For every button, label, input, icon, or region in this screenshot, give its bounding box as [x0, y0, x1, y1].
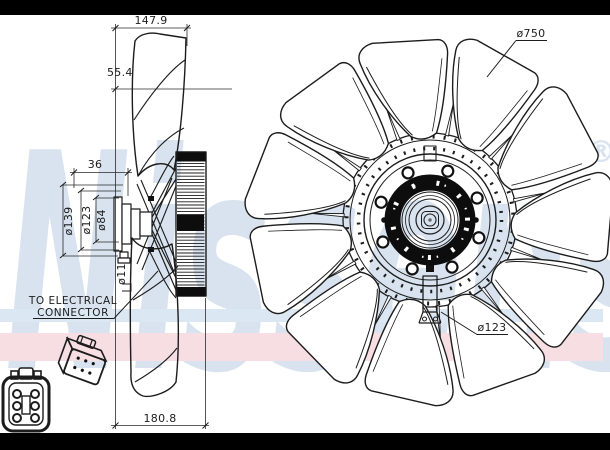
connector-note-line2: CONNECTOR	[37, 307, 109, 319]
dimension-180-8: 180.8	[111, 412, 209, 429]
viscous-drum	[175, 151, 207, 297]
connector-sockets	[12, 389, 40, 423]
fan-blades	[244, 38, 610, 407]
connector-note-line1: TO ELECTRICAL	[28, 295, 117, 307]
dim-147-9-label: 147.9	[135, 14, 168, 27]
side-blade-edges	[136, 155, 177, 299]
dimension-fan-diameter: ø750	[486, 27, 547, 78]
electrical-connector-note: TO ELECTRICAL CONNECTOR	[28, 270, 159, 319]
connector-key-slot	[21, 395, 31, 415]
connector-front-view	[1, 367, 51, 433]
dim-d123-side-label: ø123	[80, 206, 93, 235]
dimension-55-4: 55.4	[107, 66, 232, 93]
connector-3d-view	[57, 334, 108, 386]
hub-center-bore	[423, 213, 437, 227]
dim-55-4-label: 55.4	[107, 66, 133, 79]
dim-d11-label: ø11	[115, 263, 128, 285]
dim-d84-label: ø84	[95, 209, 108, 231]
front-view: ø750 ø123	[244, 27, 610, 407]
dimension-d11: ø11	[115, 263, 132, 292]
dim-d139-label: ø139	[62, 207, 75, 236]
dim-36-label: 36	[88, 158, 103, 171]
fan-hub	[356, 145, 504, 294]
hub-bolt-holes	[374, 164, 486, 276]
connector-pins-3d	[73, 356, 95, 375]
dimension-d84: ø84	[92, 194, 119, 245]
dimension-d123-side: ø123	[77, 187, 121, 253]
dim-fan-diameter-label: ø750	[517, 27, 546, 40]
hub-center-flange	[421, 211, 439, 229]
dimension-36: 36	[70, 158, 132, 196]
hub-valve-tab	[423, 145, 437, 162]
bottom-bar	[0, 433, 610, 450]
side-view-dimensions: 147.9 55.4 36 ø139	[28, 14, 232, 429]
connector-latch	[76, 334, 97, 349]
dim-180-8-label: 180.8	[144, 412, 177, 425]
dimension-147-9: 147.9	[111, 14, 191, 32]
sensor-arm	[418, 275, 442, 324]
side-blade-bottom	[129, 237, 180, 398]
clutch-body	[113, 196, 154, 264]
hub-center-dot	[428, 218, 432, 222]
dimension-d139: ø139	[59, 181, 123, 259]
dimension-hub-diameter: ø123	[440, 311, 508, 335]
hub-stop-block	[426, 260, 434, 272]
top-bar	[0, 0, 610, 15]
clutch-bell	[151, 167, 177, 291]
dim-hub-diameter-label: ø123	[478, 321, 507, 334]
side-blade-top	[131, 32, 187, 177]
hub-marked-ring	[384, 174, 476, 266]
side-view	[113, 32, 207, 398]
